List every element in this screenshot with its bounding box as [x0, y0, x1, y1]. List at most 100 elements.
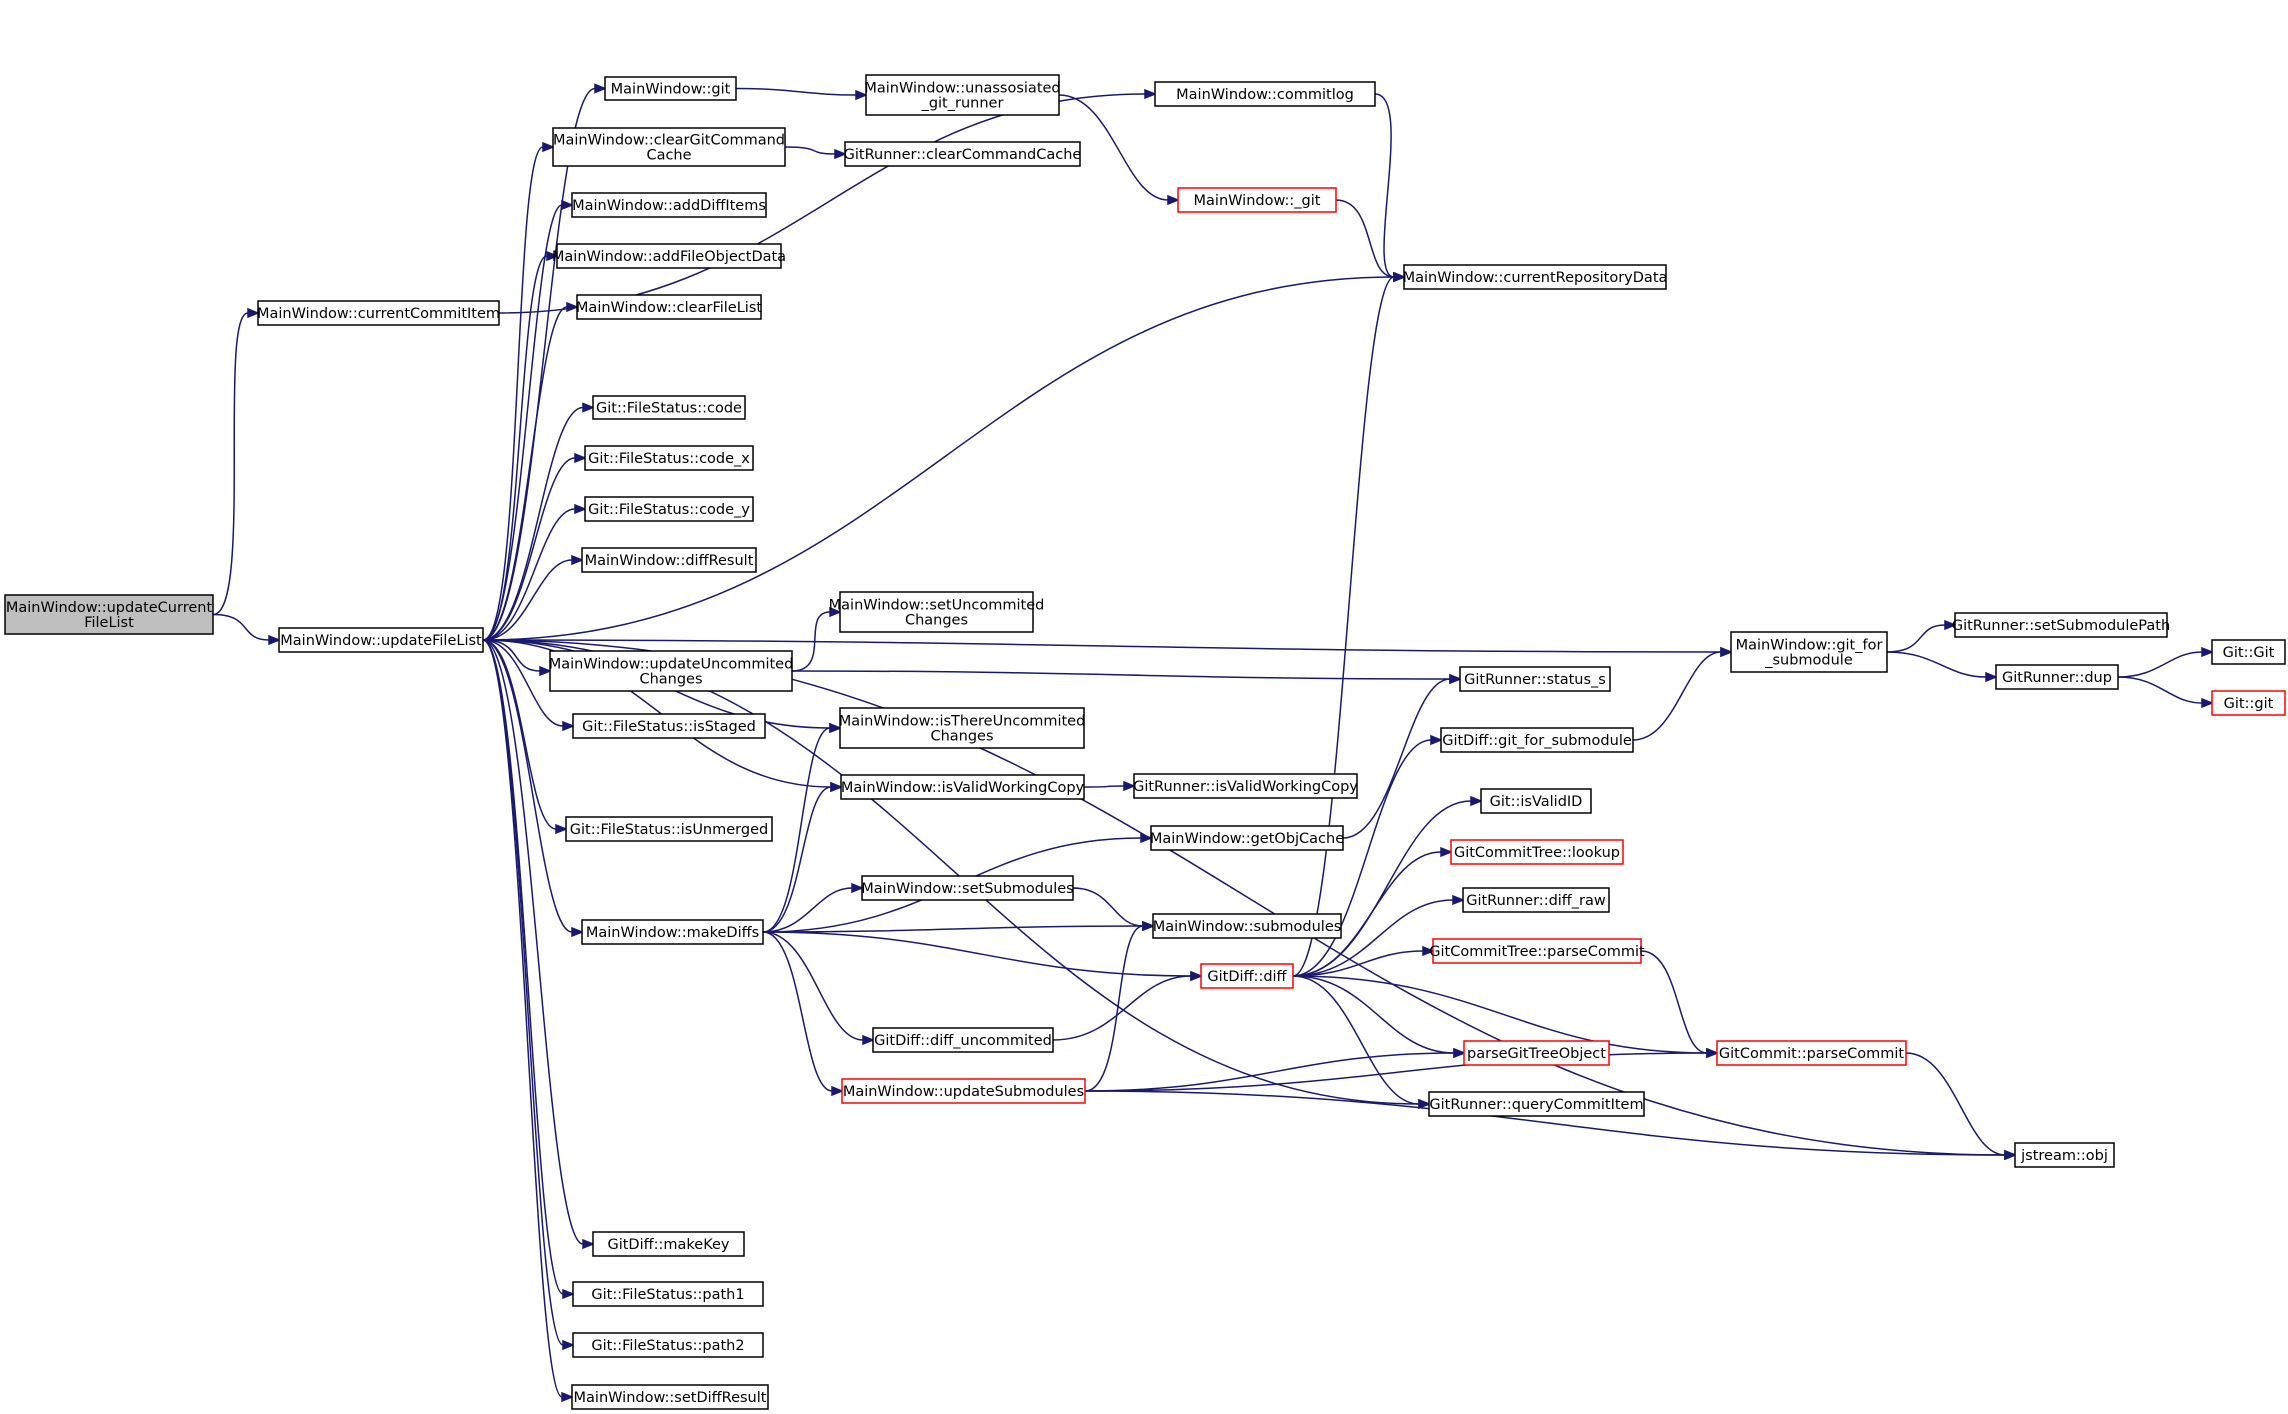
node-box[interactable]: [604, 76, 737, 101]
node-clearCommandCache[interactable]: GitRunner::clearCommandCache: [844, 141, 1082, 167]
node-box[interactable]: [2211, 639, 2286, 665]
node-box[interactable]: [572, 1332, 764, 1358]
node-box[interactable]: [1730, 631, 1888, 673]
node-gitGit[interactable]: Git::Git: [2211, 639, 2286, 665]
node-addDiffItems[interactable]: MainWindow::addDiffItems: [571, 192, 767, 218]
node-box[interactable]: [1450, 839, 1624, 865]
node-getObjCache[interactable]: MainWindow::getObjCache: [1150, 825, 1344, 851]
node-setSubmodules[interactable]: MainWindow::setSubmodules: [861, 875, 1074, 901]
node-queryCommitItem[interactable]: GitRunner::queryCommitItem: [1428, 1091, 1645, 1117]
node-box[interactable]: [839, 591, 1034, 633]
node-box[interactable]: [4, 594, 214, 635]
node-box[interactable]: [1432, 938, 1642, 964]
node-box[interactable]: [1459, 666, 1611, 692]
node-clearFileList[interactable]: MainWindow::clearFileList: [576, 294, 762, 320]
node-box[interactable]: [1462, 887, 1610, 913]
node-box[interactable]: [1133, 773, 1358, 799]
node-unassosiated[interactable]: MainWindow::unassosiated_git_runner: [864, 74, 1061, 116]
node-path2[interactable]: Git::FileStatus::path2: [572, 1332, 764, 1358]
node-box[interactable]: [839, 707, 1085, 749]
node-gitdiff_git_for_submodule[interactable]: GitDiff::git_for_submodule: [1440, 727, 1634, 753]
node-box[interactable]: [1403, 264, 1667, 290]
node-updateSubmodules[interactable]: MainWindow::updateSubmodules: [841, 1078, 1086, 1104]
node-box[interactable]: [1152, 913, 1342, 939]
node-path1[interactable]: Git::FileStatus::path1: [572, 1281, 764, 1307]
node-commitParseCommit[interactable]: GitCommit::parseCommit: [1716, 1040, 1907, 1066]
node-box[interactable]: [576, 294, 762, 320]
node-updateFileList[interactable]: MainWindow::updateFileList: [278, 627, 484, 653]
node-box[interactable]: [2014, 1142, 2115, 1168]
node-dup[interactable]: GitRunner::dup: [1995, 664, 2119, 690]
node-box[interactable]: [571, 1384, 769, 1410]
node-box[interactable]: [257, 300, 500, 326]
node-code_x[interactable]: Git::FileStatus::code_x: [584, 445, 754, 471]
node-box[interactable]: [592, 395, 746, 420]
node-box[interactable]: [278, 627, 484, 653]
node-box[interactable]: [556, 243, 782, 269]
node-box[interactable]: [1995, 664, 2119, 690]
node-box[interactable]: [1428, 1091, 1645, 1117]
node-addFileObjectData[interactable]: MainWindow::addFileObjectData: [552, 243, 786, 269]
node-box[interactable]: [1480, 788, 1592, 814]
node-box[interactable]: [581, 919, 764, 945]
node-box[interactable]: [584, 496, 754, 522]
node-box[interactable]: [1177, 187, 1337, 213]
node-git[interactable]: MainWindow::git: [604, 76, 737, 101]
node-currentRepositoryData[interactable]: MainWindow::currentRepositoryData: [1403, 264, 1668, 290]
node-box[interactable]: [592, 1231, 745, 1257]
node-parseGitTreeObject[interactable]: parseGitTreeObject: [1463, 1040, 1610, 1066]
node-box[interactable]: [865, 74, 1060, 116]
node-obj[interactable]: jstream::obj: [2014, 1142, 2115, 1168]
node-box[interactable]: [1440, 727, 1634, 753]
node-gitgit[interactable]: Git::git: [2211, 690, 2286, 716]
node-runnerIsValidWorkingCopy[interactable]: GitRunner::isValidWorkingCopy: [1133, 773, 1358, 799]
node-box[interactable]: [1954, 612, 2168, 638]
node-treeParseCommit[interactable]: GitCommitTree::parseCommit: [1429, 938, 1645, 964]
node-isUnmerged[interactable]: Git::FileStatus::isUnmerged: [565, 816, 773, 842]
node-lookup[interactable]: GitCommitTree::lookup: [1450, 839, 1624, 865]
node-diffResult[interactable]: MainWindow::diffResult: [581, 547, 757, 573]
node-diff[interactable]: GitDiff::diff: [1200, 963, 1294, 989]
node-isValidID[interactable]: Git::isValidID: [1480, 788, 1592, 814]
node-setDiffResult[interactable]: MainWindow::setDiffResult: [571, 1384, 769, 1410]
node-git_for_submodule[interactable]: MainWindow::git_for_submodule: [1730, 631, 1888, 673]
node-box[interactable]: [572, 1281, 764, 1307]
node-diff_raw[interactable]: GitRunner::diff_raw: [1462, 887, 1610, 913]
node-setSubmodulePath[interactable]: GitRunner::setSubmodulePath: [1952, 612, 2170, 638]
node-isStaged[interactable]: Git::FileStatus::isStaged: [572, 713, 766, 739]
node-box[interactable]: [581, 547, 757, 573]
node-status_s[interactable]: GitRunner::status_s: [1459, 666, 1611, 692]
node-box[interactable]: [1463, 1040, 1610, 1066]
node-makeDiffs[interactable]: MainWindow::makeDiffs: [581, 919, 764, 945]
node-box[interactable]: [584, 445, 754, 471]
node-box[interactable]: [565, 816, 773, 842]
node-box[interactable]: [1716, 1040, 1907, 1066]
node-box[interactable]: [571, 192, 767, 218]
node-submodules[interactable]: MainWindow::submodules: [1152, 913, 1342, 939]
node-box[interactable]: [841, 1078, 1086, 1104]
node-box[interactable]: [861, 875, 1074, 901]
node-currentCommitItem[interactable]: MainWindow::currentCommitItem: [257, 300, 500, 326]
node-box[interactable]: [549, 650, 793, 692]
node-commitlog[interactable]: MainWindow::commitlog: [1154, 81, 1376, 107]
node-box[interactable]: [1150, 825, 1344, 851]
node-makeKey[interactable]: GitDiff::makeKey: [592, 1231, 745, 1257]
node-diff_uncommited[interactable]: GitDiff::diff_uncommited: [872, 1027, 1054, 1053]
node-box[interactable]: [840, 774, 1085, 800]
node-code_y[interactable]: Git::FileStatus::code_y: [584, 496, 754, 522]
node-box[interactable]: [1154, 81, 1376, 107]
node-box[interactable]: [572, 713, 766, 739]
node-isValidWorkingCopy[interactable]: MainWindow::isValidWorkingCopy: [840, 774, 1085, 800]
node-box[interactable]: [2211, 690, 2286, 716]
node-box[interactable]: [844, 141, 1081, 167]
node-box[interactable]: [552, 127, 786, 167]
node-_git[interactable]: MainWindow::_git: [1177, 187, 1337, 213]
node-box[interactable]: [1200, 963, 1294, 989]
node-box[interactable]: [872, 1027, 1054, 1053]
node-code[interactable]: Git::FileStatus::code: [592, 395, 746, 420]
